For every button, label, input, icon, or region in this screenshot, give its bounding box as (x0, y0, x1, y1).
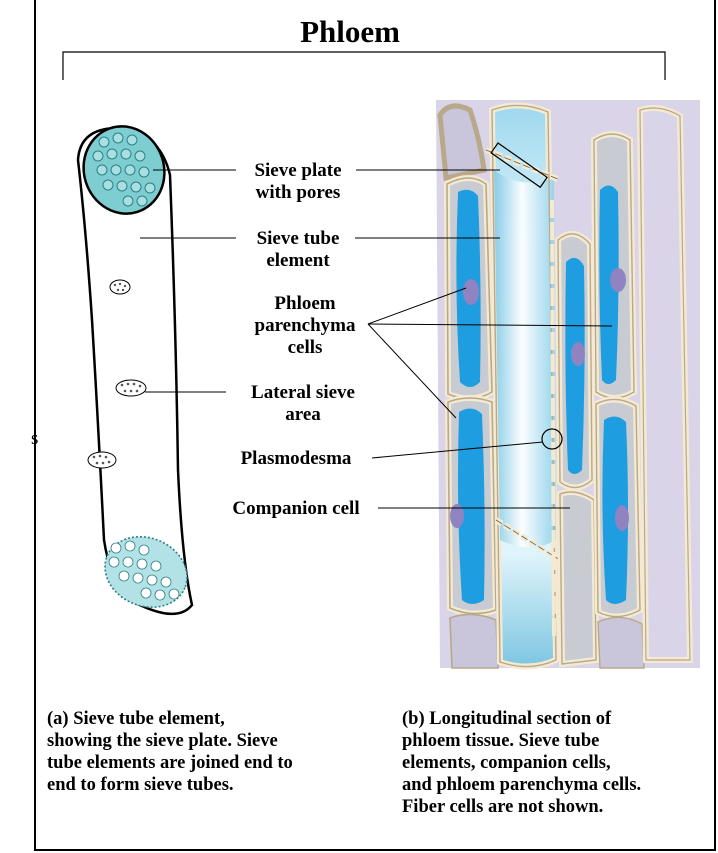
diagram-title: Phloem (300, 14, 400, 49)
label-phloem-parenchyma-line2: parenchyma (255, 315, 356, 336)
label-sieve-tube-element-line1: Sieve tube (257, 228, 340, 249)
label-lateral-sieve-area-line2: area (285, 404, 321, 425)
labels: Sieve plate with pores Sieve tube elemen… (232, 160, 359, 519)
title-bracket (63, 52, 665, 80)
label-lateral-sieve-area-line1: Lateral sieve (251, 382, 355, 403)
caption-a-line3: tube elements are joined end to (47, 753, 293, 773)
caption-b-line1: (b) Longitudinal section of (402, 709, 612, 729)
label-plasmodesma: Plasmodesma (241, 448, 352, 469)
label-phloem-parenchyma-line1: Phloem (274, 293, 335, 314)
label-sieve-plate-line2: with pores (256, 182, 341, 203)
label-companion-cell: Companion cell (232, 498, 359, 519)
caption-b-line4: and phloem parenchyma cells. (402, 775, 641, 795)
caption-b-line2: phloem tissue. Sieve tube (402, 731, 599, 751)
label-sieve-tube-element-line2: element (266, 250, 330, 271)
caption-a: (a) Sieve tube element, showing the siev… (47, 709, 293, 795)
label-sieve-plate-line1: Sieve plate (254, 160, 341, 181)
caption-a-line2: showing the sieve plate. Sieve (47, 731, 278, 751)
stray-glyph: s (31, 428, 38, 449)
caption-b-line5: Fiber cells are not shown. (402, 797, 603, 817)
caption-a-line4: end to form sieve tubes. (47, 775, 234, 795)
caption-b-line3: elements, companion cells, (402, 753, 611, 773)
caption-b: (b) Longitudinal section of phloem tissu… (402, 709, 641, 817)
caption-a-line1: (a) Sieve tube element, (47, 709, 225, 729)
sieve-tube-element-illustration (72, 116, 197, 619)
longitudinal-section-illustration (436, 100, 700, 668)
label-phloem-parenchyma-line3: cells (288, 337, 323, 358)
